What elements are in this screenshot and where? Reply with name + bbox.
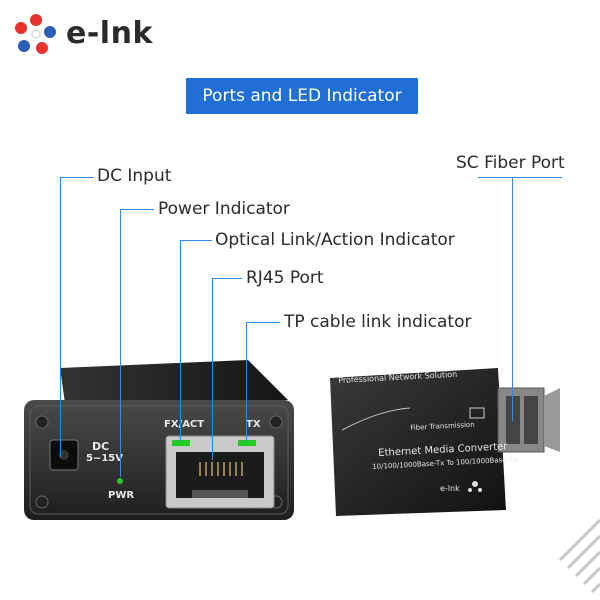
callout-line-optical (180, 240, 212, 241)
callout-line-sc-v (512, 177, 513, 421)
label-dc-input: DC Input (97, 166, 172, 186)
screw-icon (35, 415, 49, 429)
screw-icon (269, 415, 283, 429)
callout-line-tp (246, 322, 280, 323)
fx-act-label: FX/ACT (164, 419, 205, 430)
callout-line-tp-v (246, 322, 247, 442)
callout-line-optical-v (180, 240, 181, 442)
flower-logo-icon (15, 14, 56, 54)
brand-logo: e-lnk (12, 10, 162, 60)
label-tp-cable: TP cable link indicator (284, 312, 472, 332)
callout-line-pwr-v (120, 209, 121, 477)
callout-line-rj45-v (212, 278, 213, 460)
callout-line-rj45 (212, 278, 242, 279)
pwr-label: PWR (108, 490, 135, 501)
dc-voltage-label: 5~15V (86, 453, 123, 464)
small-flower-logo-icon (468, 481, 482, 492)
brand-name: e-lnk (66, 16, 153, 51)
corner-stripes (558, 518, 600, 594)
fiber-arc (341, 407, 411, 431)
screw-icon (35, 495, 49, 509)
top-panel-brand: e-lnk (440, 484, 460, 493)
callout-line-pwr (120, 209, 154, 210)
label-optical-link: Optical Link/Action Indicator (215, 230, 455, 250)
page-title-banner: Ports and LED Indicator (186, 78, 418, 114)
fx-act-led (172, 440, 190, 446)
label-rj45-port: RJ45 Port (246, 268, 324, 288)
label-sc-fiber: SC Fiber Port (456, 153, 565, 173)
pwr-led (117, 478, 123, 484)
callout-line-dc (60, 177, 94, 178)
right-device-top-panel (330, 368, 506, 516)
label-power-indicator: Power Indicator (158, 199, 290, 219)
callout-line-dc-v (60, 177, 61, 457)
tx-label: TX (246, 419, 261, 430)
callout-line-sc (478, 177, 562, 178)
left-device-top-face (60, 360, 288, 410)
dc-label: DC (92, 440, 110, 453)
ethernet-icon (469, 407, 485, 419)
tx-led (238, 440, 256, 446)
